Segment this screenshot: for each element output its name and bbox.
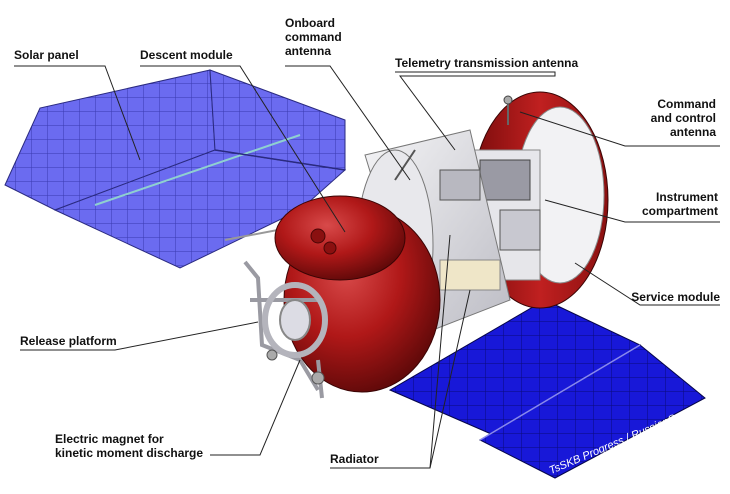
label-electric-magnet-line1: Electric magnet for (55, 432, 164, 446)
release-platform-frame (243, 260, 328, 399)
label-instrument-compartment: Instrument compartment (620, 190, 718, 218)
label-telemetry-antenna: Telemetry transmission antenna (395, 56, 579, 70)
leader-lines (14, 65, 720, 469)
label-instrument-compartment-line1: Instrument (655, 190, 718, 204)
leader-solar-panel (14, 65, 141, 161)
leader-cc-antenna (519, 111, 720, 147)
solar-panel-right (388, 299, 706, 479)
label-onboard-antenna-line1: Onboard (285, 16, 335, 30)
label-cc-antenna-line3: antenna (669, 125, 716, 139)
leader-service-module (574, 262, 720, 306)
label-electric-magnet-line2: kinetic moment discharge (55, 446, 204, 460)
leader-telemetry-antenna (395, 71, 556, 151)
leader-electric-magnet (210, 359, 301, 456)
label-cc-antenna: Command and control antenna (640, 97, 716, 139)
label-cc-antenna-line2: and control (650, 111, 716, 125)
label-electric-magnet: Electric magnet for kinetic moment disch… (55, 432, 203, 460)
leader-descent-module (140, 65, 346, 233)
label-onboard-antenna-line2: command (285, 30, 342, 44)
label-cc-antenna-line1: Command (657, 97, 716, 111)
label-instrument-compartment-line2: compartment (641, 204, 718, 218)
descent-module-body (274, 195, 441, 393)
leader-onboard-antenna (285, 65, 411, 181)
label-onboard-antenna-line3: antenna (285, 44, 332, 58)
label-descent-module: Descent module (140, 48, 233, 62)
solar-panel-left (4, 69, 347, 269)
label-solar-panel: Solar panel (14, 48, 79, 62)
label-service-module: Service module (631, 290, 720, 304)
label-radiator: Radiator (330, 452, 379, 466)
label-onboard-antenna: Onboard command antenna (285, 16, 342, 58)
label-release-platform: Release platform (20, 334, 117, 348)
leader-radiator-b (429, 234, 451, 469)
leader-release-platform (20, 321, 259, 351)
leader-instrument-compartment (544, 199, 720, 223)
